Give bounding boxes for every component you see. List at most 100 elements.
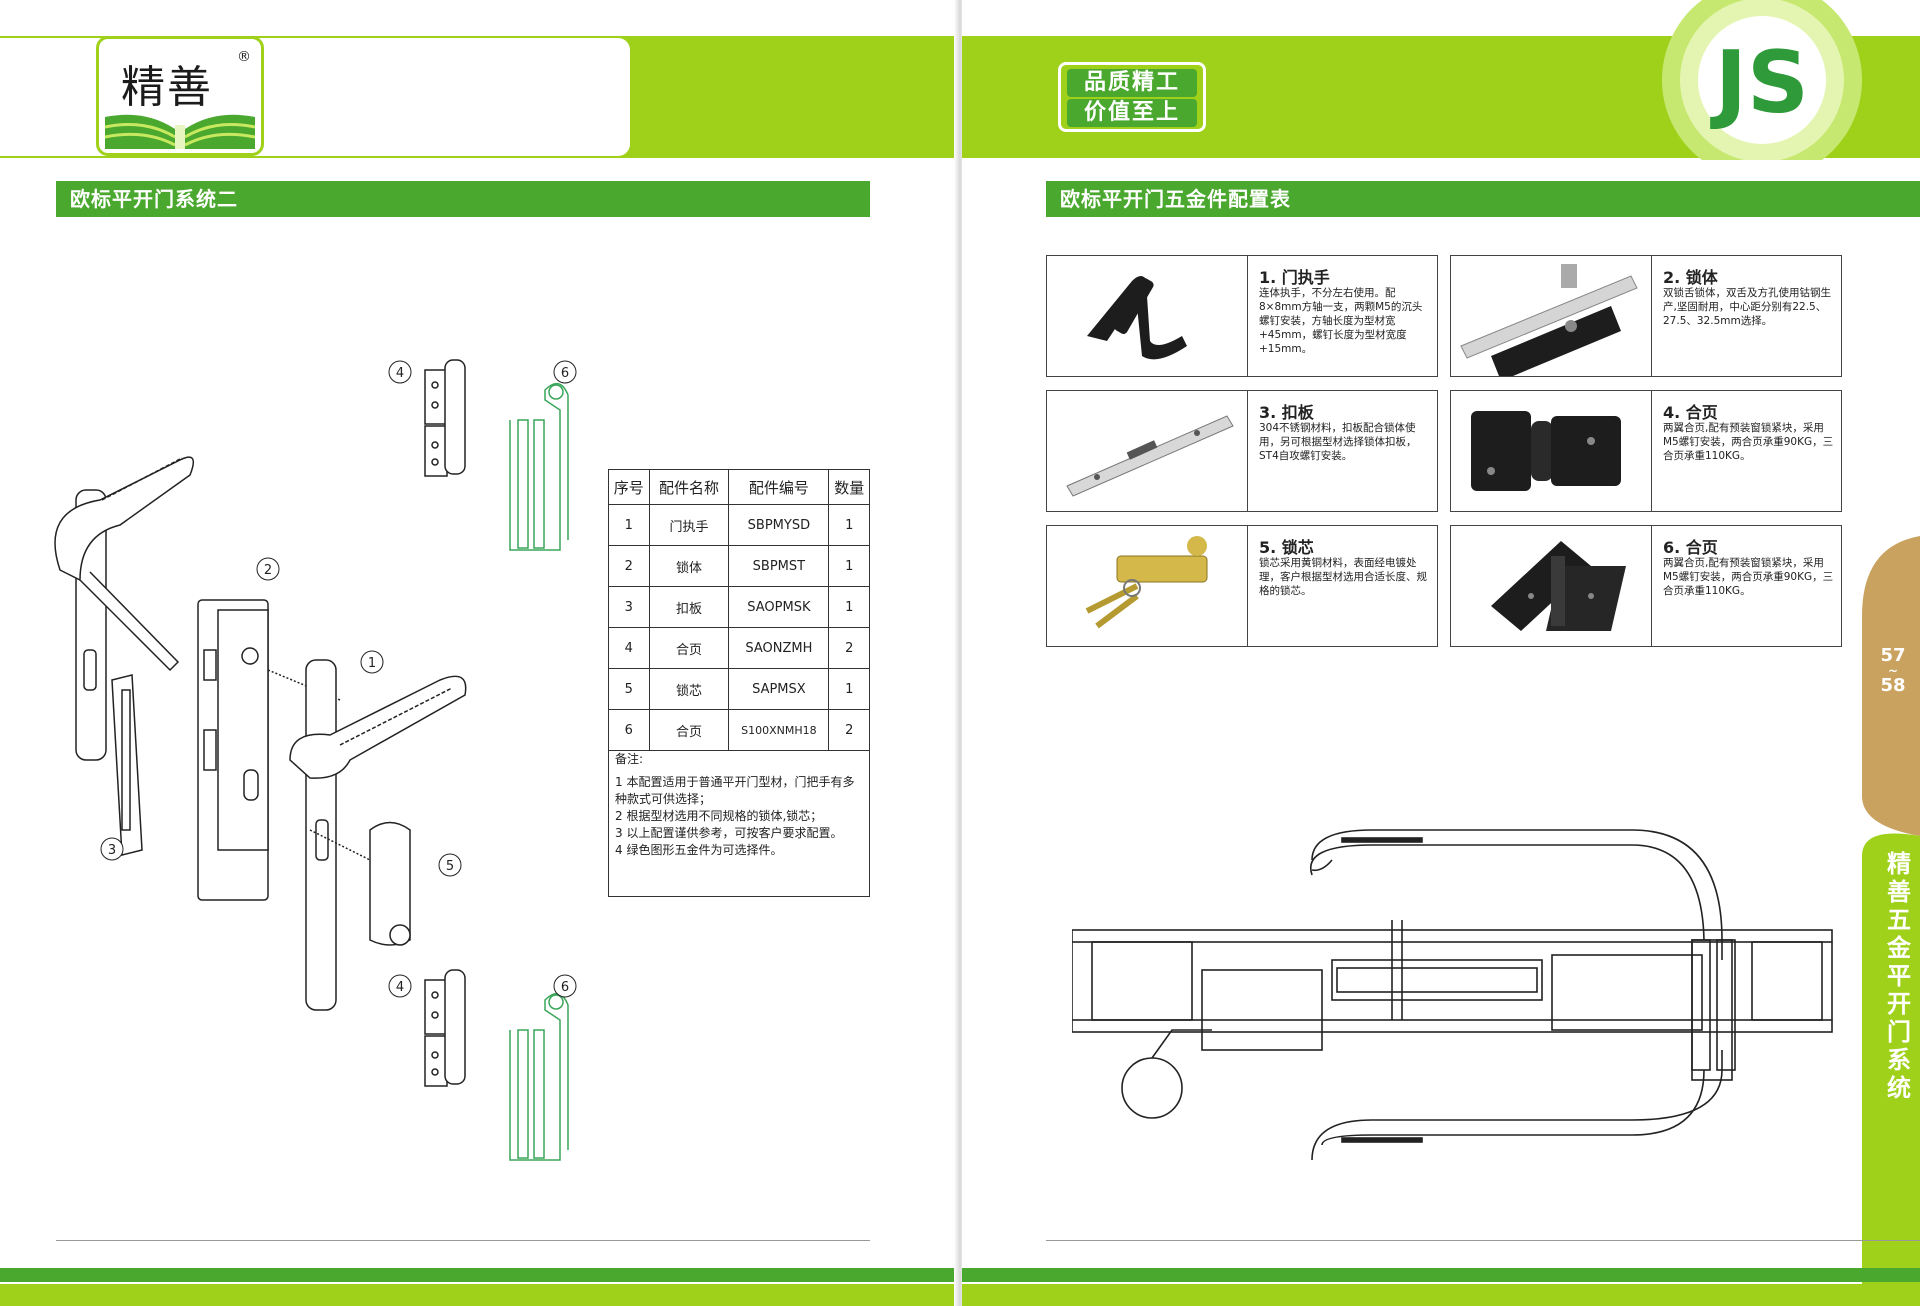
table-row: 2 锁体 SBPMST 1 <box>608 545 870 587</box>
lock-body-image <box>1460 256 1652 376</box>
door-cross-section-diagram <box>1072 829 1833 1160</box>
lock-body <box>197 599 341 901</box>
cell-code: SAONZMH <box>728 627 830 669</box>
card-desc: 锁芯采用黄铜材料，表面经电镀处理，客户根据型材选用合适长度、规格的锁芯。 <box>1259 557 1427 597</box>
footer-bar-light <box>0 1284 958 1306</box>
cell-name: 合页 <box>648 627 730 669</box>
product-card-hinge-4: 4. 合页 两翼合页,配有预装窗锁紧块，采用M5螺钉安装，两合页承重90KG，三… <box>1450 390 1842 512</box>
page-number: 57 ~ 58 <box>1868 646 1918 696</box>
callout-4-top: 4 <box>396 366 404 381</box>
card-title: 4. 合页 <box>1663 403 1718 422</box>
footer-rule <box>56 1240 870 1241</box>
cell-no: 2 <box>608 545 650 587</box>
footer-bar-dark <box>0 1268 958 1282</box>
callout-6-bottom: 6 <box>561 980 569 995</box>
callout-5: 5 <box>446 859 454 874</box>
table-row: 6 合页 S100XNMH18 2 <box>608 709 870 751</box>
card-title: 6. 合页 <box>1663 538 1718 557</box>
page-number-bottom: 58 <box>1880 675 1906 696</box>
cell-name: 门执手 <box>648 504 730 546</box>
callout-1: 1 <box>368 656 376 671</box>
cell-qty: 1 <box>828 668 870 710</box>
door-handle-left <box>54 456 195 761</box>
cell-name: 锁体 <box>648 545 730 587</box>
footer-rule <box>1046 1240 1920 1241</box>
book-stripes-icon <box>105 114 255 149</box>
cell-no: 5 <box>608 668 650 710</box>
cell-code: S100XNMH18 <box>728 709 830 751</box>
strike-plate <box>111 674 143 856</box>
card-desc: 两翼合页,配有预装窗锁紧块，采用M5螺钉安装，两合页承重90KG，三合页承重11… <box>1663 557 1834 597</box>
note-item: 4 绿色图形五金件为可选择件。 <box>615 843 783 857</box>
note-item: 1 本配置适用于普通平开门型材，门把手有多种款式可供选择； <box>615 775 855 806</box>
callout-2: 2 <box>264 563 272 578</box>
card-desc: 两翼合页,配有预装窗锁紧块，采用M5螺钉安装，两合页承重90KG，三合页承重11… <box>1663 422 1834 462</box>
card-title: 3. 扣板 <box>1259 403 1314 422</box>
header-no: 序号 <box>608 469 650 505</box>
cell-qty: 2 <box>828 627 870 669</box>
table-row: 3 扣板 SAOPMSK 1 <box>608 586 870 628</box>
notes-title: 备注: <box>615 752 644 766</box>
cell-qty: 2 <box>828 709 870 751</box>
card-title: 1. 门执手 <box>1259 268 1330 287</box>
cell-qty: 1 <box>828 545 870 587</box>
product-card-strike-plate: 3. 扣板 304不锈钢材料，扣板配合锁体使用，另可根据型材选择锁体扣板，ST4… <box>1046 390 1438 512</box>
cell-no: 3 <box>608 586 650 628</box>
hinge-4-bottom <box>424 969 466 1087</box>
section-title: 欧标平开门五金件配置表 <box>1046 181 1920 217</box>
cell-qty: 1 <box>828 586 870 628</box>
note-item: 2 根据型材选用不同规格的锁体,锁芯； <box>615 809 823 823</box>
header-code: 配件编号 <box>728 469 830 505</box>
card-desc: 连体执手，不分左右使用。配8×8mm方轴一支，两颗M5的沉头螺钉安装，方轴长度为… <box>1259 287 1423 355</box>
callout-4-bottom: 4 <box>396 980 404 995</box>
cell-code: SBPMST <box>728 545 830 587</box>
footer-bar-light <box>962 1284 1920 1306</box>
callout-numbers: 4 6 2 1 3 5 4 6 <box>100 360 577 998</box>
brand-logo: 精善 ® <box>96 36 264 156</box>
slogan-badge: 品质精工 价值至上 <box>1058 62 1206 132</box>
cell-no: 6 <box>608 709 650 751</box>
product-card-cylinder: 5. 锁芯 锁芯采用黄铜材料，表面经电镀处理，客户根据型材选用合适长度、规格的锁… <box>1046 525 1438 647</box>
hinge-6-bottom <box>509 992 569 1161</box>
header-name: 配件名称 <box>648 469 730 505</box>
table-row: 5 锁芯 SAPMSX 1 <box>608 668 870 710</box>
section-title: 欧标平开门系统二 <box>56 181 870 217</box>
right-page: 品质精工 价值至上 JS 欧标平开门五金件配置表 1. 门执手 连体执手，不分左… <box>962 0 1920 1306</box>
cell-code: SAPMSX <box>728 668 830 710</box>
page-number-top: 57 <box>1880 645 1906 666</box>
product-card-hinge-6: 6. 合页 两翼合页,配有预装窗锁紧块，采用M5螺钉安装，两合页承重90KG，三… <box>1450 525 1842 647</box>
table-row: 4 合页 SAONZMH 2 <box>608 627 870 669</box>
table-header-row: 序号 配件名称 配件编号 数量 <box>608 469 870 505</box>
table-notes: 备注: 1 本配置适用于普通平开门型材，门把手有多种款式可供选择； 2 根据型材… <box>608 747 870 897</box>
lock-cylinder <box>309 821 411 946</box>
js-brand-logo: JS <box>1662 0 1862 160</box>
lock-cylinder-image <box>1085 526 1248 646</box>
left-page: 精善 ® 欧标平开门系统二 <box>0 0 958 1306</box>
cell-no: 1 <box>608 504 650 546</box>
js-logo-letters: JS <box>1710 33 1809 133</box>
product-card-lock-body: 2. 锁体 双锁舌锁体，双舌及方孔使用钴钢生产,坚固耐用，中心距分别有22.5、… <box>1450 255 1842 377</box>
note-item: 3 以上配置谨供参考，可按客户要求配置。 <box>615 826 843 840</box>
cell-code: SBPMYSD <box>728 504 830 546</box>
side-tab <box>1862 536 1920 1306</box>
cell-no: 4 <box>608 627 650 669</box>
hinge-4-top <box>424 359 466 477</box>
card-desc: 双锁舌锁体，双舌及方孔使用钴钢生产,坚固耐用，中心距分别有22.5、27.5、3… <box>1663 287 1831 327</box>
door-handle-image <box>1087 256 1248 376</box>
card-title: 2. 锁体 <box>1663 268 1718 287</box>
callout-6-top: 6 <box>561 366 569 381</box>
header-qty: 数量 <box>828 469 870 505</box>
parts-table: 序号 配件名称 配件编号 数量 1 门执手 SBPMYSD 1 2 锁体 SBP… <box>608 469 870 751</box>
slogan-line-2: 价值至上 <box>1067 99 1197 127</box>
cell-qty: 1 <box>828 504 870 546</box>
cell-name: 合页 <box>648 709 730 751</box>
door-system-exploded-diagram <box>54 359 569 1161</box>
cell-code: SAOPMSK <box>728 586 830 628</box>
page-number-sep: ~ <box>1887 664 1899 678</box>
slogan-line-1: 品质精工 <box>1067 69 1197 97</box>
strike-plate-image <box>1066 391 1248 511</box>
hinge-6-top <box>509 382 569 551</box>
cell-name: 锁芯 <box>648 668 730 710</box>
registered-mark: ® <box>237 49 251 65</box>
card-title: 5. 锁芯 <box>1259 538 1314 557</box>
